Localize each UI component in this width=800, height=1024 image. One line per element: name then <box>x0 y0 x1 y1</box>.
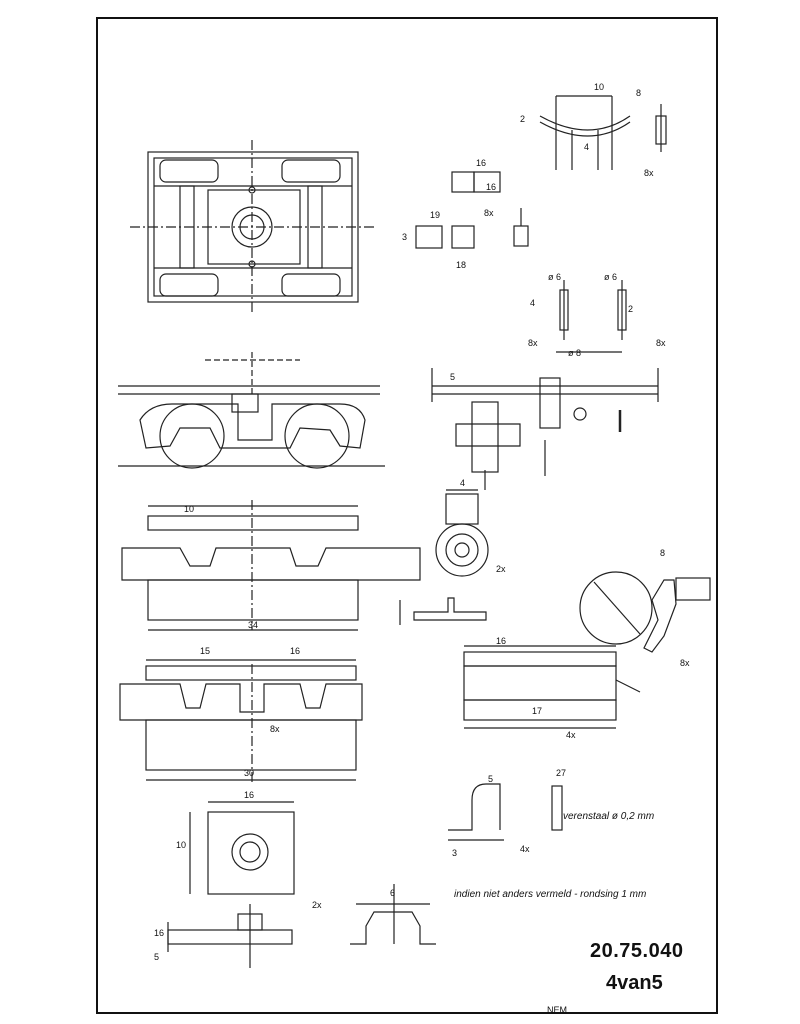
dim-label: 16 <box>290 646 300 656</box>
dim-label: 18 <box>456 260 466 270</box>
dim-label: 8 <box>660 548 665 558</box>
dim-label: 30 <box>244 768 254 778</box>
dim-label: 5 <box>154 952 159 962</box>
bolster-side-view <box>121 500 421 631</box>
dim-label: 16 <box>496 636 506 646</box>
footer-code: NEM <box>547 1005 567 1015</box>
wheel-front-view <box>435 489 489 577</box>
dim-label: ø 6 <box>548 272 561 282</box>
frame-side-view <box>119 659 363 782</box>
dim-label: 10 <box>176 840 186 850</box>
beam-part <box>463 645 641 729</box>
dim-label: 2 <box>520 114 525 124</box>
multiplier-label: 4x <box>566 730 576 740</box>
bogie-top-view <box>130 140 375 312</box>
multiplier-label: 8x <box>656 338 666 348</box>
bogie-side-view <box>118 352 385 469</box>
dim-label: 10 <box>594 82 604 92</box>
dim-label: 2 <box>628 304 633 314</box>
dim-label: 10 <box>184 504 194 514</box>
general-note: indien niet anders vermeld - rondsing 1 … <box>454 889 647 900</box>
multiplier-label: 8x <box>528 338 538 348</box>
dim-label: 34 <box>248 620 258 630</box>
dim-label: 5 <box>488 774 493 784</box>
small-saddle-part <box>350 884 436 945</box>
dim-label: 27 <box>556 768 566 778</box>
bracket-part <box>399 597 487 625</box>
spring-detail <box>539 95 667 170</box>
dim-label: 16 <box>476 158 486 168</box>
dim-label: 16 <box>486 182 496 192</box>
drawing-number: 20.75.040 <box>590 940 684 962</box>
bent-strip-part <box>448 783 563 841</box>
multiplier-label: 8x <box>270 724 280 734</box>
dim-label: 3 <box>402 232 407 242</box>
multiplier-label: 8x <box>644 168 654 178</box>
dim-label: 19 <box>430 210 440 220</box>
small-block-parts <box>415 171 529 249</box>
multiplier-label: 8x <box>680 658 690 668</box>
dim-label: 15 <box>200 646 210 656</box>
dim-label: 16 <box>154 928 164 938</box>
bolster-plate-top-view <box>189 801 295 895</box>
dim-label: 4 <box>584 142 589 152</box>
dim-label: 3 <box>452 848 457 858</box>
bolster-plate-side-view <box>167 904 293 968</box>
multiplier-label: 2x <box>496 564 506 574</box>
sheet-number: 4van5 <box>606 972 663 994</box>
dim-label: 17 <box>532 706 542 716</box>
dim-label: 4 <box>530 298 535 308</box>
multiplier-label: 2x <box>312 900 322 910</box>
dim-label: 8 <box>636 88 641 98</box>
pin-material-note: verenstaal ø 0,2 mm <box>563 811 655 822</box>
multiplier-label: 8x <box>484 208 494 218</box>
dim-label: ø 8 <box>568 348 581 358</box>
wheel-and-lever <box>579 571 711 653</box>
drawing-frame <box>96 17 718 1014</box>
multiplier-label: 4x <box>520 844 530 854</box>
dim-label: 5 <box>450 372 455 382</box>
dim-label: 16 <box>244 790 254 800</box>
pin-parts <box>556 280 627 353</box>
dim-label: 4 <box>460 478 465 488</box>
bogie-end-view <box>431 368 659 490</box>
dim-label: 6 <box>390 888 395 898</box>
dim-label: ø 6 <box>604 272 617 282</box>
